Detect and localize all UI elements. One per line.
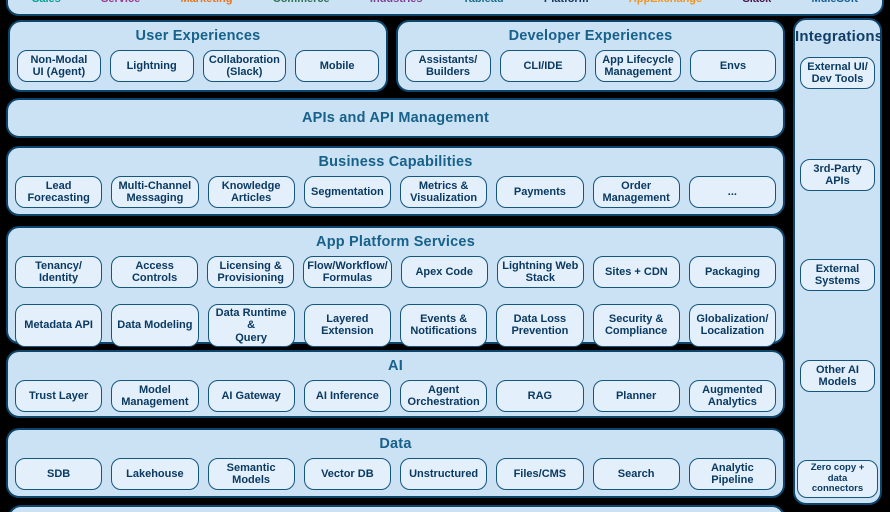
chip-zero-copy-data-connectors: Zero copy + data connectors — [797, 460, 878, 498]
chip-metadata-api: Metadata API — [15, 304, 103, 347]
chip-knowledge-articles: Knowledge Articles — [207, 176, 295, 208]
chip-mobile: Mobile — [295, 50, 379, 82]
apis-section: APIs and API Management — [6, 98, 785, 138]
chip-unstructured: Unstructured — [400, 458, 488, 490]
chip-order-management: Order Management — [592, 176, 680, 208]
chip-multi-channel-messaging: Multi-Channel Messaging — [111, 176, 199, 208]
chip-access-controls: Access Controls — [111, 256, 199, 288]
chip-: ... — [688, 176, 776, 208]
product-label-slack: Slack — [742, 0, 771, 5]
chip-apex-code: Apex Code — [400, 256, 488, 288]
ai-title: AI — [388, 358, 403, 374]
chip-events-notifications: Events & Notifications — [400, 304, 488, 347]
chip-files-cms: Files/CMS — [496, 458, 584, 490]
chip-ai-gateway: AI Gateway — [207, 380, 295, 412]
chip-model-management: Model Management — [111, 380, 199, 412]
developer-experiences-section: Developer Experiences Assistants/ Builde… — [396, 20, 785, 92]
product-label-industries: Industries — [370, 0, 423, 5]
chip-non-modal-ui-agent: Non-Modal UI (Agent) — [17, 50, 101, 82]
chip-tenancy-identity: Tenancy/ Identity — [15, 256, 103, 288]
app-platform-services-title: App Platform Services — [316, 234, 475, 250]
chip-lead-forecasting: Lead Forecasting — [15, 176, 103, 208]
chip-sdb: SDB — [15, 458, 103, 490]
product-label-sales: Sales — [32, 0, 61, 5]
chip-trust-layer: Trust Layer — [15, 380, 103, 412]
chip-rag: RAG — [496, 380, 584, 412]
chip-data-modeling: Data Modeling — [111, 304, 199, 347]
chip-sites-cdn: Sites + CDN — [592, 256, 680, 288]
integrations-title: Integrations — [795, 28, 884, 45]
chip-other-ai-models: Other AI Models — [800, 360, 875, 392]
chip-lakehouse: Lakehouse — [111, 458, 199, 490]
chip-analytic-pipeline: Analytic Pipeline — [688, 458, 776, 490]
chip-metrics-visualization: Metrics & Visualization — [400, 176, 488, 208]
chip-planner: Planner — [592, 380, 680, 412]
chip-vector-db: Vector DB — [303, 458, 391, 490]
chip-ai-inference: AI Inference — [303, 380, 391, 412]
chip-licensing-provisioning: Licensing & Provisioning — [207, 256, 295, 288]
chip-collaboration-slack: Collaboration (Slack) — [202, 50, 287, 82]
business-capabilities-title: Business Capabilities — [318, 154, 473, 170]
bottom-band-cut-off — [8, 505, 785, 512]
chip-data-runtime-query: Data Runtime & Query — [207, 304, 295, 347]
product-label-marketing: Marketing — [181, 0, 233, 5]
chip-globalization-localization: Globalization/ Localization — [688, 304, 776, 347]
apis-title: APIs and API Management — [302, 110, 489, 126]
chip-payments: Payments — [496, 176, 584, 208]
chip-lightning-web-stack: Lightning Web Stack — [496, 256, 584, 288]
chip-assistants-builders: Assistants/ Builders — [405, 50, 491, 82]
chip-data-loss-prevention: Data Loss Prevention — [496, 304, 584, 347]
chip-external-systems: External Systems — [800, 259, 875, 291]
developer-experiences-title: Developer Experiences — [508, 28, 673, 44]
user-experiences-title: User Experiences — [135, 28, 261, 44]
user-experiences-section: User Experiences Non-Modal UI (Agent)Lig… — [8, 20, 388, 92]
chip-envs: Envs — [690, 50, 776, 82]
chip-semantic-models: Semantic Models — [207, 458, 295, 490]
chip-search: Search — [592, 458, 680, 490]
chip-agent-orchestration: Agent Orchestration — [400, 380, 488, 412]
product-label-platform: Platform — [544, 0, 589, 5]
developer-experiences-chips: Assistants/ Builders CLI/IDE App Lifecycle… — [398, 44, 783, 82]
chip-lightning: Lightning — [109, 50, 194, 82]
product-band: Sales Service Marketing Commerce Industries T… — [6, 0, 884, 16]
product-label-commerce: Commerce — [273, 0, 330, 5]
chip-security-compliance: Security & Compliance — [592, 304, 680, 347]
chip-packaging: Packaging — [688, 256, 776, 288]
product-label-mulesoft: MuleSoft — [811, 0, 857, 5]
chip-segmentation: Segmentation — [303, 176, 391, 208]
chip-external-ui-dev-tools: External UI/ Dev Tools — [800, 57, 875, 89]
chip-augmented-analytics: Augmented Analytics — [688, 380, 776, 412]
product-label-service: Service — [101, 0, 140, 5]
chip-app-lifecycle-management: App Lifecycle Management — [595, 50, 681, 82]
chip-flow-workflow-formulas: Flow/Workflow/ Formulas — [303, 256, 392, 288]
product-label-tableau: Tableau — [463, 0, 504, 5]
chip-3rd-party-apis: 3rd-Party APIs — [800, 159, 875, 191]
chip-layered-extension: Layered Extension — [303, 304, 391, 347]
chip-cli-ide: CLI/IDE — [500, 50, 586, 82]
data-title: Data — [379, 436, 412, 452]
product-label-appexchange: AppExchange — [629, 0, 702, 5]
integrations-panel: Integrations External UI/ Dev Tools 3rd-P… — [793, 18, 884, 505]
